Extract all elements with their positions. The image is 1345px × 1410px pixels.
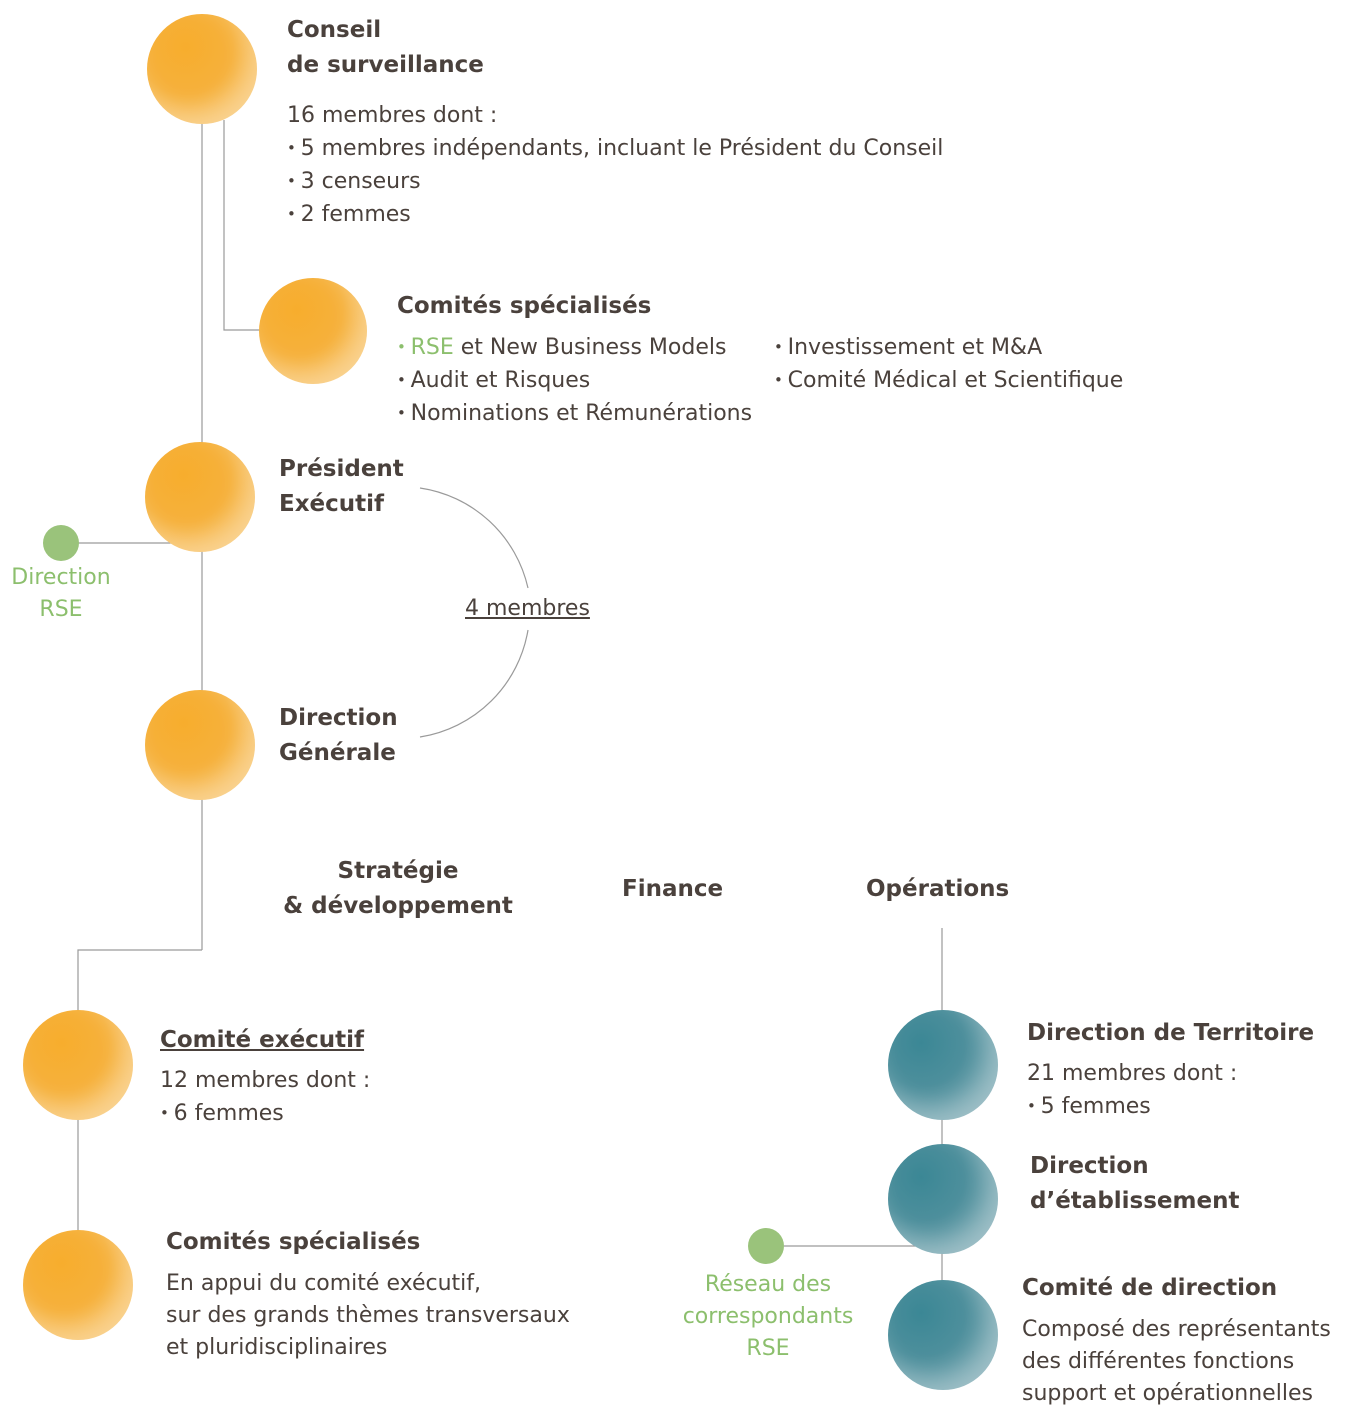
conseil-intro: 16 membres dont : — [287, 103, 498, 128]
president-blob — [145, 442, 255, 552]
comites-top-item: Investissement et M&A — [774, 331, 1123, 364]
comites-top-item: Nominations et Rémunérations — [397, 397, 752, 430]
operations-label: Opérations — [866, 876, 1010, 902]
members-count-label: 4 membres — [465, 596, 590, 621]
territoire-blob — [888, 1010, 998, 1120]
members-arc-top — [419, 487, 529, 589]
president-title: Président Exécutif — [279, 456, 404, 517]
conseil-bullet: 3 censeurs — [287, 165, 943, 198]
direction-generale-title: Direction Générale — [279, 705, 398, 766]
direction-generale-blob — [145, 690, 255, 800]
comex-intro: 12 membres dont : — [160, 1068, 371, 1093]
comites-bottom-description: En appui du comité exécutif, sur des gra… — [166, 1271, 570, 1360]
comex-bullet: 6 femmes — [160, 1097, 370, 1130]
comex-blob — [23, 1010, 133, 1120]
direction-rse-label: Direction RSE — [11, 565, 111, 622]
strategie-label: Stratégie & développement — [283, 858, 513, 919]
reseau-label: Réseau des correspondants RSE — [682, 1272, 854, 1361]
territoire-intro: 21 membres dont : — [1027, 1061, 1238, 1086]
comex-title: Comité exécutif — [160, 1027, 365, 1053]
members-arc-bottom — [419, 629, 529, 738]
direction-rse-dot — [43, 525, 79, 561]
comites-top-item: RSE et New Business Models — [397, 331, 752, 364]
etablissement-title: Direction d’établissement — [1030, 1153, 1240, 1214]
comite-direction-title: Comité de direction — [1022, 1275, 1278, 1301]
etablissement-blob — [888, 1144, 998, 1254]
finance-label: Finance — [622, 876, 724, 902]
comex-details: 12 membres dont : 6 femmes — [160, 1065, 370, 1130]
comites-top-blob — [259, 278, 367, 384]
comites-top-title: Comités spécialisés — [397, 293, 652, 319]
territoire-details: 21 membres dont : 5 femmes — [1027, 1058, 1237, 1123]
conseil-bullet: 2 femmes — [287, 198, 943, 231]
conseil-title: Conseil de surveillance — [287, 17, 484, 78]
territoire-bullet: 5 femmes — [1027, 1090, 1237, 1123]
comite-direction-description: Composé des représentants des différente… — [1022, 1317, 1331, 1406]
comites-top-item: Audit et Risques — [397, 364, 752, 397]
comites-bottom-title: Comités spécialisés — [166, 1229, 421, 1255]
territoire-title: Direction de Territoire — [1027, 1020, 1315, 1046]
comites-top-col2: Investissement et M&A Comité Médical et … — [774, 331, 1124, 397]
comites-bottom-blob — [23, 1230, 133, 1340]
comites-top-col1: RSE et New Business Models Audit et Risq… — [397, 331, 752, 430]
comites-top-item: Comité Médical et Scientifique — [774, 364, 1124, 397]
reseau-rse-dot — [748, 1228, 784, 1264]
conseil-blob — [147, 14, 257, 124]
comite-direction-blob — [888, 1280, 998, 1390]
conseil-to-comites-line — [223, 120, 262, 331]
conseil-details: 16 membres dont : 5 membres indépendants… — [287, 100, 943, 231]
conseil-bullet: 5 membres indépendants, incluant le Prés… — [287, 132, 944, 165]
